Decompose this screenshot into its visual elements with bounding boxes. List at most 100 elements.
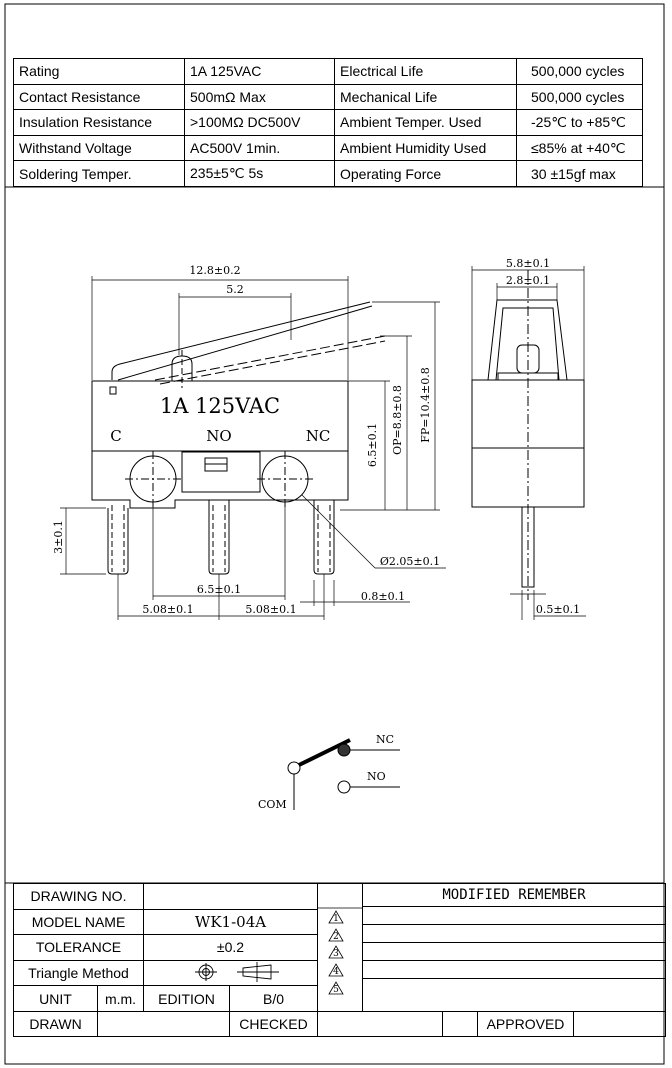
revision-4: 4 (333, 967, 339, 977)
revision-2: 2 (333, 932, 339, 942)
revision-row (363, 907, 665, 925)
terminal-nc-label: NC (306, 427, 331, 445)
base-notch (181, 451, 261, 493)
dim-hole-dia: Ø2.05±0.1 (380, 555, 440, 568)
dim-pin-width: 0.8±0.1 (361, 590, 405, 603)
tolerance-value: ±0.2 (143, 934, 318, 961)
modified-remember-area: MODIFIED REMEMBER (362, 883, 666, 1012)
drawing-no-value (143, 883, 318, 910)
revision-row (363, 925, 665, 943)
spec-label: Ambient Temper. Used (334, 109, 517, 136)
spec-value: 1A 125VAC (184, 58, 335, 85)
schem-com-node (287, 761, 301, 775)
revision-triangles: 1 2 3 4 5 (318, 907, 362, 995)
dim-side-pin: 0.5±0.1 (536, 603, 580, 616)
dim-body-height: 6.5±0.1 (366, 423, 379, 467)
spec-label: Electrical Life (334, 58, 517, 85)
spec-label: Contact Resistance (13, 83, 185, 111)
revision-column: 1 2 3 4 5 (317, 883, 363, 1012)
dim-overall-width: 12.8±0.2 (189, 264, 240, 277)
dim-pin-spacing-cn: 6.5±0.1 (197, 583, 241, 596)
title-block: DRAWING NO. 1 2 3 4 5 MODIFIED REMEMBER (13, 883, 666, 1037)
body-rating-label: 1A 125VAC (160, 394, 280, 418)
schem-no-label: NO (367, 770, 386, 783)
drawing-no-label: DRAWING NO. (13, 883, 144, 910)
switch-body-base (91, 451, 349, 509)
lever-free (111, 301, 371, 380)
revision-5: 5 (333, 985, 339, 995)
dim-lever-pivot: 5.2 (226, 283, 244, 296)
lever-pressed (154, 335, 386, 381)
dim-side-actuator: 2.8±0.1 (506, 274, 550, 287)
checked-value (317, 1011, 443, 1037)
dim-op: OP=8.8±0.8 (391, 385, 404, 455)
edition-label: EDITION (143, 985, 230, 1012)
modified-remember-label: MODIFIED REMEMBER (363, 884, 665, 907)
approved-label: APPROVED (477, 1011, 574, 1037)
unit-label: UNIT (13, 985, 98, 1012)
schem-com-label: COM (258, 798, 287, 811)
spec-value: ≤85% at +40℃ (516, 134, 643, 162)
spec-value: 30 ±15gf max (516, 160, 643, 187)
checked-label: CHECKED (229, 1011, 318, 1037)
terminal-c-label: C (110, 427, 121, 445)
front-dimensions (60, 276, 446, 620)
terminal-no-label: NO (206, 427, 231, 445)
spec-value: 235±5℃ 5s (184, 160, 335, 187)
side-pin (521, 506, 535, 588)
dim-pin-length: 3±0.1 (52, 520, 65, 554)
revision-row (363, 961, 665, 979)
spec-label: Mechanical Life (334, 83, 517, 111)
pin-no (208, 500, 230, 575)
spec-label: Insulation Resistance (13, 109, 185, 136)
spec-value: 500,000 cycles (516, 83, 643, 111)
drawn-value (97, 1011, 230, 1037)
switch-schematic (287, 738, 400, 810)
dim-pitch-left: 5.08±0.1 (142, 603, 193, 616)
model-name-value: WK1-04A (143, 908, 318, 936)
approved-value (573, 1011, 666, 1037)
schem-no-node (337, 780, 351, 794)
approved-spacer (442, 1011, 478, 1037)
sheet-border (4, 3, 665, 1065)
revision-row (363, 943, 665, 961)
unit-value: m.m. (97, 985, 144, 1012)
tolerance-label: TOLERANCE (13, 934, 144, 961)
lever-free-inner (117, 305, 373, 381)
dim-pitch-right: 5.08±0.1 (245, 603, 296, 616)
schem-nc-node (337, 743, 351, 757)
spec-value: AC500V 1min. (184, 134, 335, 162)
revision-3: 3 (333, 949, 339, 959)
side-view (471, 270, 585, 600)
revision-1: 1 (333, 914, 339, 924)
spec-value: 500,000 cycles (516, 58, 643, 85)
spec-label: Withstand Voltage (13, 134, 185, 162)
third-angle-projection-icon (194, 961, 279, 982)
triangle-method-label: Triangle Method (13, 959, 144, 987)
spec-label: Ambient Humidity Used (334, 134, 517, 162)
spec-value: 500mΩ Max (184, 83, 335, 111)
spec-label: Operating Force (334, 160, 517, 187)
dim-fp: FP=10.4±0.8 (419, 367, 432, 442)
edition-value: B/0 (229, 985, 318, 1012)
pin-nc (313, 500, 335, 575)
side-actuator (487, 299, 568, 381)
front-view (91, 301, 386, 575)
lever-pressed-inner (159, 340, 386, 385)
dim-side-width: 5.8±0.1 (506, 257, 550, 270)
side-dimensions (471, 266, 586, 620)
projection-symbol (143, 959, 318, 987)
body-marker (109, 386, 117, 395)
spec-label: Rating (13, 58, 185, 85)
drawn-label: DRAWN (13, 1011, 98, 1037)
spec-value: -25℃ to +85℃ (516, 109, 643, 136)
schem-nc-label: NC (376, 733, 394, 746)
pin-c (107, 508, 129, 575)
